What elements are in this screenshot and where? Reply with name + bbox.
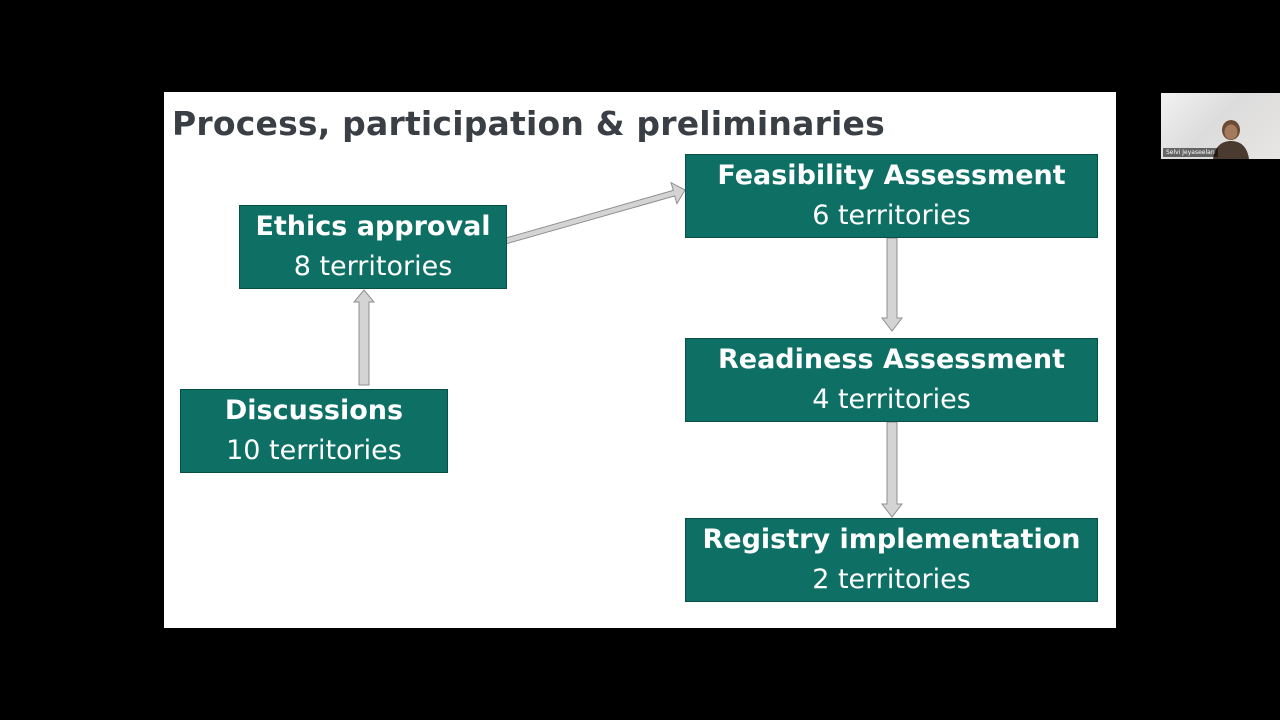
step-box-feasibility-assessment: Feasibility Assessment 6 territories bbox=[685, 154, 1098, 238]
flow-arrows bbox=[352, 181, 904, 518]
arrow-readiness-to-registry bbox=[880, 421, 904, 518]
participant-video-tile[interactable]: Selvi Jeyaseelan bbox=[1161, 93, 1280, 159]
step-title: Ethics approval bbox=[255, 211, 491, 242]
step-box-readiness-assessment: Readiness Assessment 4 territories bbox=[685, 338, 1098, 422]
presentation-slide: Process, participation & preliminaries D… bbox=[164, 92, 1116, 628]
step-box-discussions: Discussions 10 territories bbox=[180, 389, 448, 473]
step-count: 4 territories bbox=[812, 384, 971, 415]
step-count: 10 territories bbox=[226, 435, 402, 466]
step-count: 8 territories bbox=[293, 251, 453, 282]
step-count: 2 territories bbox=[812, 564, 971, 595]
step-count: 6 territories bbox=[812, 200, 971, 231]
participant-avatar bbox=[1213, 120, 1249, 159]
step-title: Feasibility Assessment bbox=[717, 160, 1066, 191]
step-title: Readiness Assessment bbox=[717, 344, 1066, 375]
step-box-registry-implementation: Registry implementation 2 territories bbox=[685, 518, 1098, 602]
step-box-ethics-approval: Ethics approval 8 territories bbox=[239, 205, 507, 289]
participant-name-label: Selvi Jeyaseelan bbox=[1163, 148, 1218, 157]
step-title: Registry implementation bbox=[702, 524, 1081, 555]
arrow-ethics-to-feasibility bbox=[504, 181, 686, 245]
step-title: Discussions bbox=[224, 395, 404, 426]
slide-title: Process, participation & preliminaries bbox=[172, 104, 885, 143]
arrow-discussions-to-ethics bbox=[352, 289, 376, 386]
arrow-feasibility-to-readiness bbox=[880, 237, 904, 332]
